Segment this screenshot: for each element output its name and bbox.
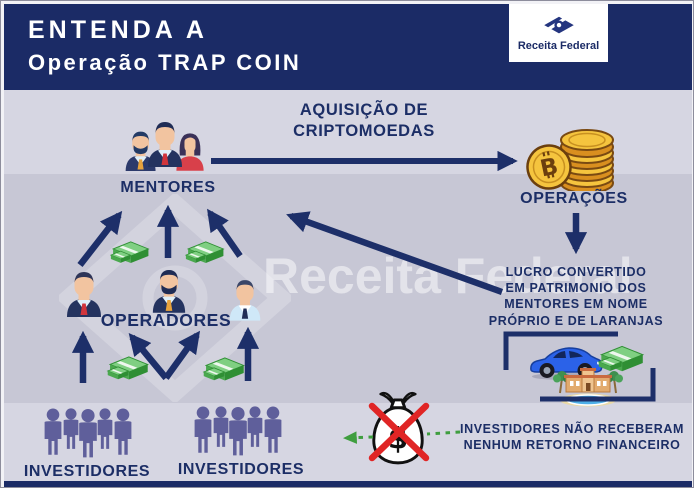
aquisicao-line1: AQUISIÇÃO DE — [299, 101, 429, 119]
lucro-line4: PRÓPRIO E DE LARANJAS — [488, 313, 664, 328]
bitcoin-coins-icon: B — [526, 129, 614, 191]
money-bag-icon: $ — [372, 391, 424, 465]
operacoes-label: OPERAÇÕES — [520, 190, 628, 207]
aquisicao-line2: CRIPTOMOEDAS — [293, 121, 435, 140]
mentores-group-icon — [125, 122, 204, 171]
lucro-line3: MENTORES EM NOME — [504, 297, 648, 312]
page-title-line1: ENTENDA A — [28, 16, 208, 44]
receita-federal-logo-box: Receita Federal — [509, 4, 608, 62]
money-stack-icon — [106, 356, 149, 381]
investidores-right-icon — [194, 406, 282, 456]
bitcoin-symbol: B — [538, 153, 561, 182]
money-stack-icon — [110, 241, 150, 264]
investidores-left-label: INVESTIDORES — [23, 463, 151, 480]
money-stack-icon — [202, 357, 245, 382]
lucro-annotation: LUCRO CONVERTIDO EM PATRIMONIO DOS MENTO… — [476, 264, 676, 329]
footer-bar — [4, 481, 692, 487]
operadores-label: OPERADORES — [100, 310, 232, 330]
mentores-label: MENTORES — [120, 179, 216, 196]
sem-retorno-annotation: INVESTIDORES NÃO RECEBERAM NENHUM RETORN… — [460, 421, 684, 453]
lucro-line1: LUCRO CONVERTIDO — [505, 265, 647, 279]
operador-center-icon — [152, 270, 186, 313]
receita-federal-logo-icon — [543, 16, 574, 34]
dollar-symbol: $ — [388, 421, 408, 455]
investidores-right-label: INVESTIDORES — [177, 461, 305, 478]
receita-federal-logo-label: Receita Federal — [517, 40, 600, 52]
sem-retorno-line1: INVESTIDORES NÃO RECEBERAM — [460, 422, 684, 436]
sem-retorno-line2: NENHUM RETORNO FINANCEIRO — [463, 438, 681, 452]
investidores-left-icon — [44, 408, 132, 458]
lucro-line2: EM PATRIMONIO DOS — [505, 281, 647, 296]
money-stack-icon — [185, 241, 225, 264]
page-title-line2: Operação TRAP COIN — [28, 50, 302, 75]
aquisicao-label: AQUISIÇÃO DE CRIPTOMOEDAS — [274, 100, 454, 141]
mansion-pool-icon — [553, 368, 623, 407]
